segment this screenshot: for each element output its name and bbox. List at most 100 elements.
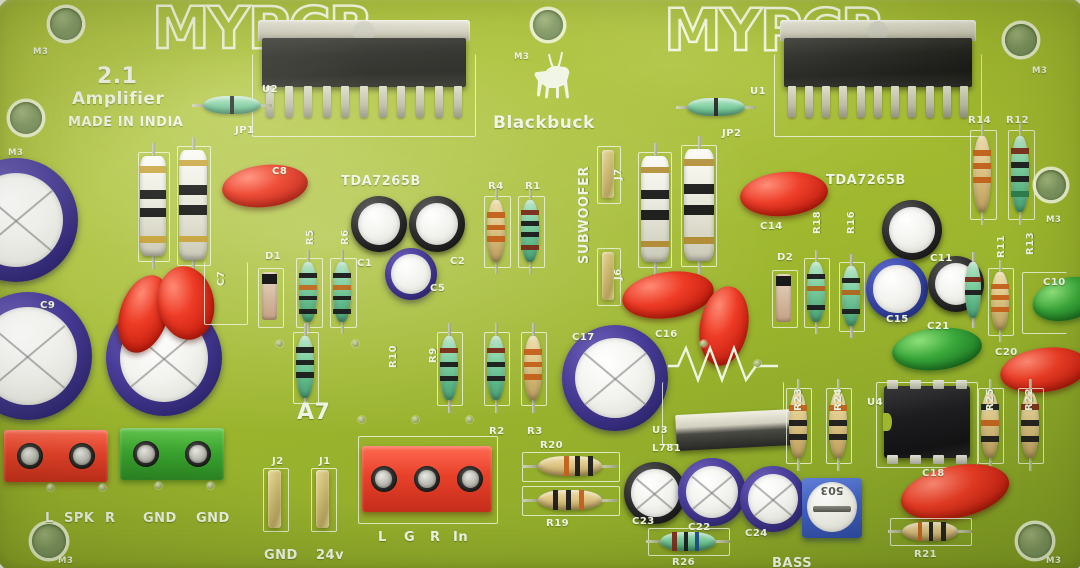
silk-label-l: L	[45, 511, 54, 526]
resistor-r10	[296, 323, 314, 411]
input-terminal-block[interactable]	[362, 446, 492, 512]
ic-opamp-u4	[883, 380, 970, 464]
silk-label-u3: U3	[652, 425, 669, 436]
silk-label-c2: C2	[450, 256, 466, 267]
silk-label-jp1: JP1	[235, 125, 255, 136]
cap-c2	[409, 196, 465, 252]
jumper-j6[interactable]	[602, 252, 614, 300]
silk-label-l781: L781	[652, 443, 682, 454]
silk-label-gnd: GND	[264, 548, 298, 563]
silk-label-c5: C5	[430, 283, 446, 294]
pad	[352, 340, 359, 347]
footprint-r12	[1008, 130, 1035, 220]
ic-tda7265b-left	[258, 20, 470, 118]
silk-label-j6: J6	[613, 268, 624, 280]
silk-label-r1: R1	[525, 181, 541, 192]
resistor-r14	[973, 123, 991, 225]
footprint-r14	[970, 130, 997, 220]
resistor-r12	[1011, 123, 1029, 225]
silk-label-m3: M3	[8, 148, 24, 158]
resistor-r17	[965, 252, 981, 328]
silk-label-r4: R4	[488, 181, 504, 192]
cap-c5	[385, 248, 437, 300]
silk-label-d1: D1	[265, 251, 282, 262]
resistor-r3	[524, 323, 542, 413]
silk-label-m3: M3	[58, 556, 74, 566]
footprint-u2	[252, 54, 476, 137]
silk-label-c9: C9	[40, 300, 56, 311]
power-resistor-mid-1	[641, 143, 669, 275]
silk-label-r2: R2	[489, 426, 505, 437]
silk-label-c17: C17	[572, 332, 595, 343]
pad	[155, 482, 162, 489]
pad	[47, 484, 54, 491]
silk-label-r22: R22	[1024, 387, 1035, 411]
resistor-r4	[487, 188, 505, 274]
silk-label-u2: U2	[262, 84, 279, 95]
resistor-r11	[991, 260, 1009, 342]
silk-label-c11: C11	[930, 253, 953, 264]
silk-label-r16: R16	[846, 210, 857, 234]
footprint-d2	[772, 270, 798, 328]
silk-label-c24: C24	[745, 528, 768, 539]
mount-hole-m3	[533, 10, 563, 40]
pad	[700, 340, 707, 347]
silk-label-j1: J1	[319, 456, 331, 467]
silk-label-r14: R14	[968, 115, 992, 126]
bass-trimmer-pot[interactable]: 503	[802, 478, 862, 538]
resistor-r19	[522, 490, 618, 510]
silk-label-c21: C21	[927, 321, 950, 332]
footprint-u1	[774, 54, 982, 137]
silk-label-c23: C23	[632, 516, 655, 527]
jumper-jp2	[676, 98, 756, 116]
silk-zigzag-trace	[668, 344, 778, 384]
silk-label-blackbuck: Blackbuck	[493, 113, 595, 133]
silk-label-c8: C8	[272, 166, 288, 177]
mount-hole-m3	[1018, 524, 1052, 558]
footprint-j1	[311, 468, 337, 532]
pad	[276, 340, 283, 347]
silk-label-c14: C14	[760, 221, 783, 232]
power-jumper-j1[interactable]	[316, 470, 329, 528]
silk-label-c20: C20	[995, 347, 1018, 358]
resistor-r20	[522, 456, 618, 476]
ground-terminal-block[interactable]	[120, 428, 224, 480]
cap-c11	[882, 200, 942, 260]
silk-label-gnd: GND	[196, 511, 230, 526]
silk-label-c22: C22	[688, 522, 711, 533]
silk-label-c18: C18	[922, 468, 945, 479]
pad	[99, 484, 106, 491]
silk-label-r21: R21	[914, 549, 938, 560]
silk-label-c16: C16	[655, 329, 678, 340]
trimmer-code: 503	[820, 484, 844, 497]
silk-label-tda7265b: TDA7265B	[826, 173, 906, 188]
silk-label-r5: R5	[305, 229, 316, 245]
resistor-r26	[646, 532, 730, 551]
silk-label-l: L	[378, 530, 387, 545]
resistor-r23	[789, 379, 807, 471]
cap-c24-elec	[740, 466, 806, 532]
silk-label-j7: J7	[613, 168, 624, 180]
silk-label-bass: BASS	[772, 556, 813, 568]
power-jumper-j2[interactable]	[268, 470, 281, 528]
footprint-u4	[876, 382, 978, 468]
mount-hole-m3	[1005, 24, 1037, 56]
speaker-terminal-block[interactable]	[4, 430, 108, 482]
silk-label-r3: R3	[527, 426, 543, 437]
silk-label-c7: C7	[216, 270, 227, 286]
jumper-j7[interactable]	[602, 150, 614, 198]
resistor-r9	[440, 323, 458, 413]
silk-label-in: In	[453, 530, 469, 545]
footprint-d1	[258, 268, 284, 328]
cap-c15	[866, 258, 928, 320]
resistor-r18	[807, 250, 825, 334]
diode-d2	[776, 274, 791, 322]
mount-hole-m3	[10, 102, 42, 134]
silk-label-jp2: JP2	[722, 128, 742, 139]
silk-label-u1: U1	[750, 86, 767, 97]
resistor-r22	[1021, 379, 1039, 471]
silk-label-r: R	[430, 530, 441, 545]
silk-label-amplifier: Amplifier	[72, 89, 165, 109]
silk-label-r24: R24	[833, 387, 844, 411]
cap-c22	[678, 458, 746, 526]
